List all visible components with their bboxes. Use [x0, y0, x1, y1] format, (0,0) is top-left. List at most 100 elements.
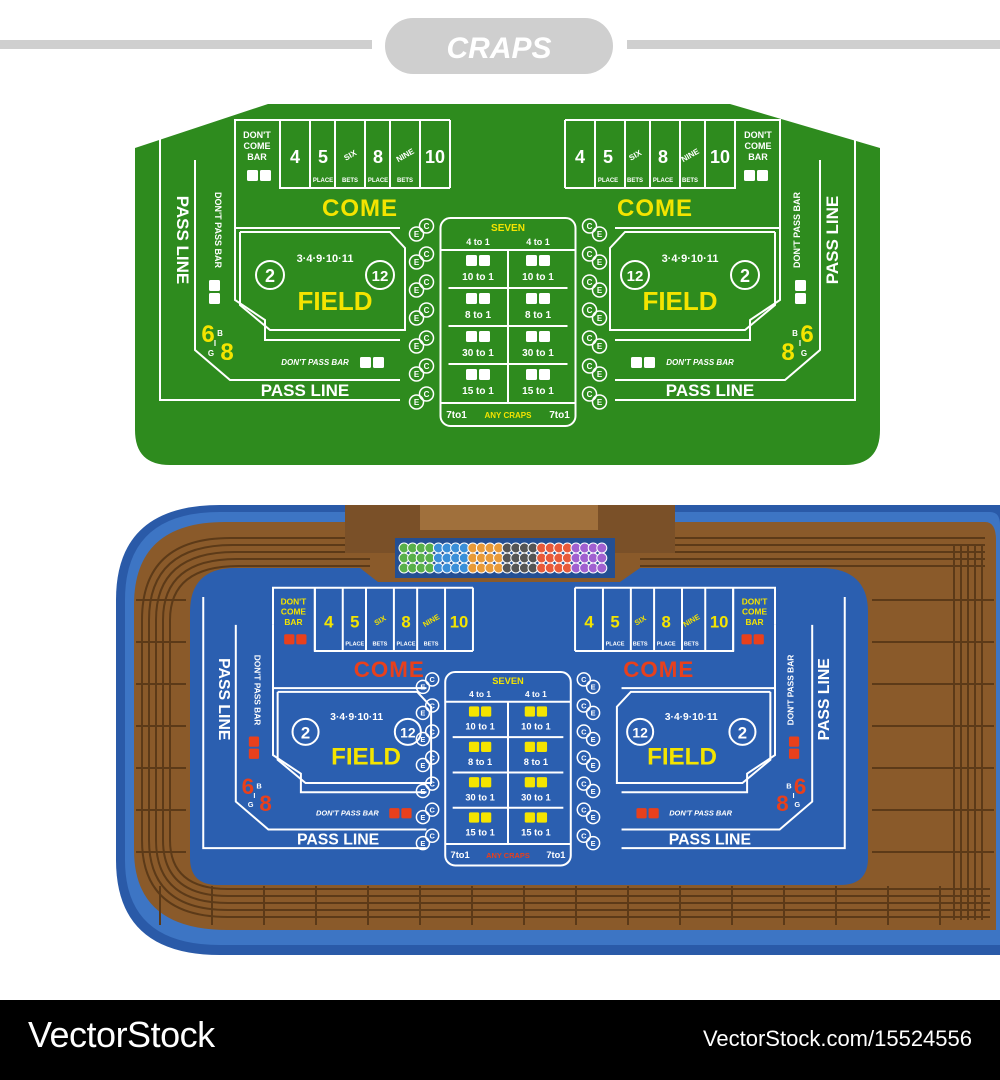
ce-label: E: [414, 314, 420, 323]
ce-label: E: [420, 683, 425, 692]
ce-circle: [424, 672, 440, 687]
dice-icon: [209, 293, 220, 304]
place-number: 8: [658, 147, 668, 167]
place-bets-label: BETS: [684, 641, 699, 647]
ce-circle: [418, 218, 435, 234]
chip: [596, 552, 608, 564]
ce-label: E: [414, 370, 420, 379]
field-2-circle: [255, 260, 285, 290]
hardway-payout-label: 10 to 1: [522, 272, 554, 283]
layout-line: [159, 130, 400, 401]
chip: [596, 562, 608, 574]
layout-line: [276, 690, 433, 784]
hardway-dice-icon: [524, 777, 535, 788]
ce-label: C: [581, 753, 587, 762]
dice-icon: [788, 736, 800, 747]
hardway-dice-icon: [479, 331, 490, 342]
dice-icon: [744, 170, 755, 181]
ce-circle: [418, 274, 435, 290]
big-8-label: 8: [781, 339, 794, 366]
ce-label: C: [424, 390, 430, 399]
ce-circle: [581, 218, 598, 234]
field-12-label: 12: [632, 724, 648, 740]
hardway-payout-label: 30 to 1: [462, 348, 494, 359]
field-12-circle: [626, 717, 655, 746]
come-label: COME: [617, 195, 693, 222]
hardway-dice-icon: [466, 293, 477, 304]
dont-come-bar-label: DON'T: [742, 596, 769, 606]
place-number: 10: [425, 147, 445, 167]
ce-circle: [418, 386, 435, 402]
ce-circle: [408, 282, 425, 298]
hardway-dice-icon: [479, 255, 490, 266]
field-label: FIELD: [331, 743, 401, 770]
ce-circle: [585, 757, 601, 773]
ce-label: C: [587, 390, 593, 399]
ce-circle: [576, 724, 592, 739]
place-bets-label: PLACE: [657, 641, 676, 647]
big-8-label: 8: [776, 791, 788, 816]
ce-label: E: [591, 735, 596, 744]
ce-label: C: [424, 250, 430, 259]
any-craps-payout-label: 7to1: [549, 410, 570, 421]
any-craps-payout-label: 7to1: [546, 850, 565, 860]
pass-line-label: PASS LINE: [669, 831, 751, 848]
big-8-label: 8: [259, 791, 271, 816]
dont-pass-bar-label: DON'T PASS BAR: [666, 358, 734, 367]
hardway-payout-label: 8 to 1: [524, 757, 548, 767]
any-craps-payout-label: 7to1: [446, 410, 467, 421]
ce-label: E: [414, 286, 420, 295]
rail-groove: [148, 544, 370, 621]
ce-circle: [408, 394, 425, 410]
ce-circle: [424, 724, 440, 739]
footer-bar: VectorStock VectorStock.com/15524556: [0, 1000, 1000, 1080]
ce-label: C: [581, 831, 587, 840]
big-i-label: I: [793, 791, 795, 800]
dice-icon: [648, 808, 659, 819]
rail-groove: [169, 565, 370, 621]
ce-label: E: [591, 839, 596, 848]
field-numbers: 3·4·9·10·11: [330, 712, 383, 723]
dont-come-bar-label: BAR: [745, 617, 763, 627]
place-number: 4: [584, 613, 594, 632]
hardway-dice-icon: [466, 331, 477, 342]
ce-circle: [591, 310, 608, 326]
place-number: 4: [575, 147, 585, 167]
hardway-payout-label: 10 to 1: [465, 722, 494, 732]
hardway-dice-icon: [539, 331, 550, 342]
any-craps-label: ANY CRAPS: [485, 411, 533, 420]
dont-come-bar-label: COME: [244, 141, 271, 151]
dice-icon: [644, 357, 655, 368]
big-6-label: 6: [800, 321, 813, 348]
big-6-label: 6: [242, 774, 254, 799]
dont-pass-bar-vertical-label: DON'T PASS BAR: [786, 655, 796, 726]
big-b-label: B: [256, 782, 262, 791]
place-number: 10: [710, 613, 729, 632]
field-12-label: 12: [372, 268, 389, 285]
dont-come-bar-label: BAR: [284, 617, 302, 627]
hardway-dice-icon: [466, 369, 477, 380]
ce-circle: [415, 731, 431, 747]
field-12-label: 12: [627, 268, 644, 285]
ce-circle: [585, 705, 601, 721]
ce-label: E: [414, 258, 420, 267]
ce-label: E: [597, 314, 603, 323]
seven-label: SEVEN: [491, 223, 525, 234]
ce-label: C: [581, 805, 587, 814]
hardway-payout-label: 10 to 1: [521, 722, 550, 732]
place-bets-label: BETS: [373, 641, 388, 647]
dice-icon: [795, 280, 806, 291]
wood-rail-grooves: [136, 537, 994, 925]
dont-pass-bar-label: DON'T PASS BAR: [669, 809, 732, 818]
place-bets-label: PLACE: [653, 178, 673, 184]
ce-circle: [576, 776, 592, 791]
dice-icon: [373, 357, 384, 368]
layout-line: [615, 188, 781, 229]
layout-line: [234, 624, 427, 831]
ce-circle: [591, 338, 608, 354]
pass-line-label: PASS LINE: [261, 381, 349, 400]
ce-circle: [408, 366, 425, 382]
place-bets-label: PLACE: [313, 178, 333, 184]
layout-line: [272, 624, 427, 794]
rail-groove: [162, 558, 370, 621]
